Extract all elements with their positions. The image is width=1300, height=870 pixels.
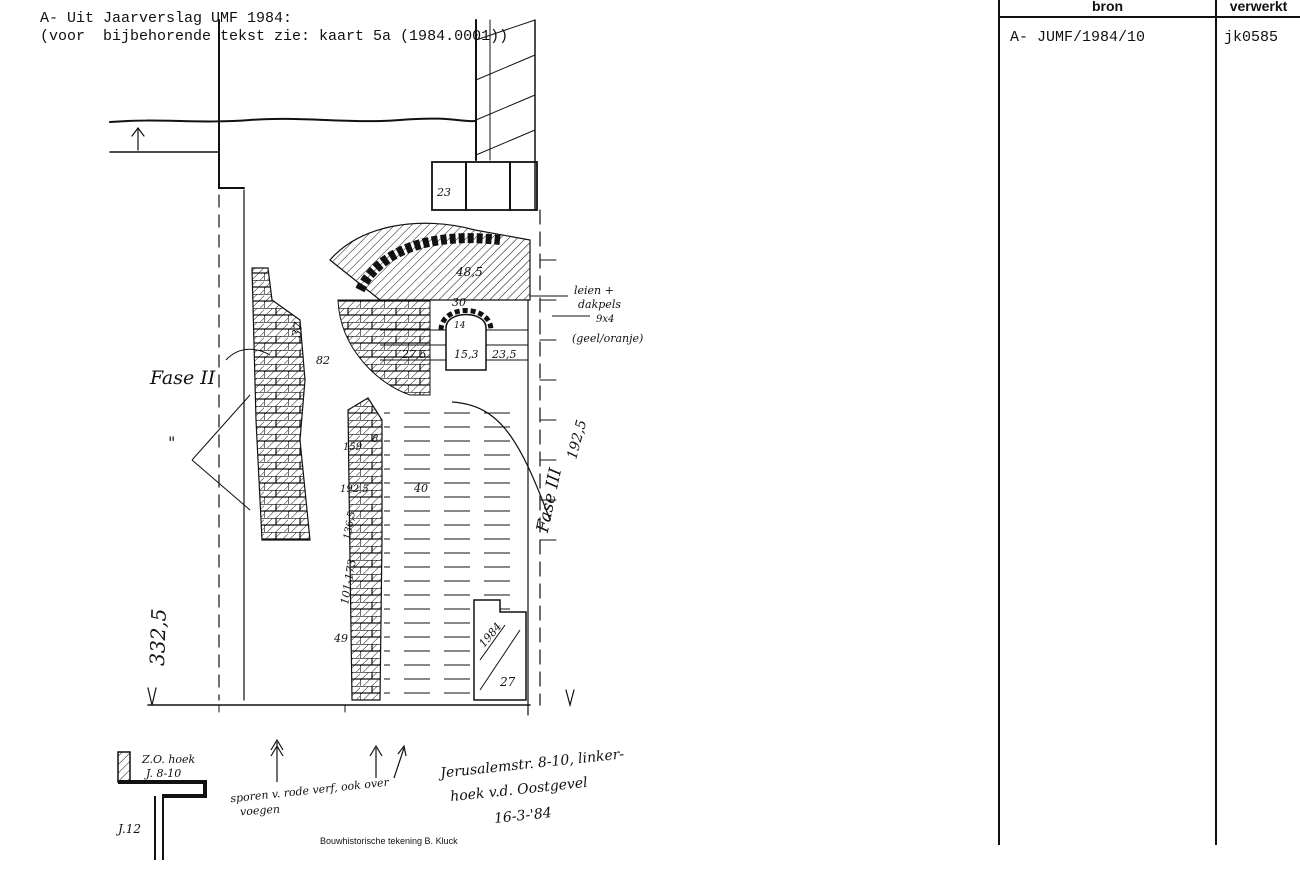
dim-14: 14	[454, 321, 466, 331]
dim-40: 40	[413, 482, 428, 495]
drawing-credit: Bouwhistorische tekening B. Kluck	[320, 836, 458, 846]
dim-192-5-right: 192,5	[564, 418, 590, 461]
dim-136-5: 136,5	[342, 510, 358, 540]
architectural-sketch: Fase II " 23 48,5 30 27,5 15,3 23,5 14 3…	[109, 19, 643, 860]
dim-23-5: 23,5	[491, 348, 517, 361]
table-header-rule	[998, 16, 1300, 18]
note-leien-3: 9x4	[596, 314, 614, 325]
dim-15-3: 15,3	[454, 348, 479, 361]
table-cell-bron: A- JUMF/1984/10	[1010, 29, 1146, 46]
label-fase-2: Fase II	[149, 367, 216, 389]
note-voegen: voegen	[239, 802, 281, 819]
dim-30: 30	[452, 296, 466, 309]
note-leien-4: (geel/oranje)	[572, 332, 643, 345]
dim-49: 49	[333, 632, 348, 645]
note-leien-2: dakpels	[578, 298, 621, 311]
dim-37: 37	[289, 321, 306, 339]
table-header-bron: bron	[1091, 0, 1124, 14]
dim-192-5-left: 192,5	[340, 484, 369, 495]
table-cell-verwerkt: jk0585	[1224, 29, 1279, 46]
inset-label-j12: J.12	[115, 822, 141, 836]
heading-line-1: A- Uit Jaarverslag UMF 1984:	[40, 10, 293, 27]
document-heading: A- Uit Jaarverslag UMF 1984: (voor bijbe…	[40, 10, 508, 46]
inset-label-zo-hoek: Z.O. hoek	[141, 753, 196, 766]
dim-27: 27	[499, 675, 516, 689]
dim-27-5: 27,5	[401, 348, 427, 361]
table-divider-left	[998, 0, 1000, 845]
inset-label-j8-10: J. 8-10	[144, 767, 181, 780]
note-leien-1: leien +	[574, 284, 614, 297]
dim-159: 159	[343, 442, 363, 453]
dim-332-5: 332,5	[145, 608, 171, 666]
table-header-verwerkt: verwerkt	[1229, 0, 1288, 14]
dim-48-5: 48,5	[455, 265, 483, 279]
dim-82: 82	[316, 354, 330, 367]
dim-23: 23	[436, 186, 451, 199]
dim-8: 8	[372, 434, 378, 445]
table-divider-middle	[1215, 0, 1217, 845]
heading-line-2: (voor bijbehorende tekst zie: kaart 5a (…	[40, 28, 509, 45]
label-quote: "	[168, 433, 175, 452]
